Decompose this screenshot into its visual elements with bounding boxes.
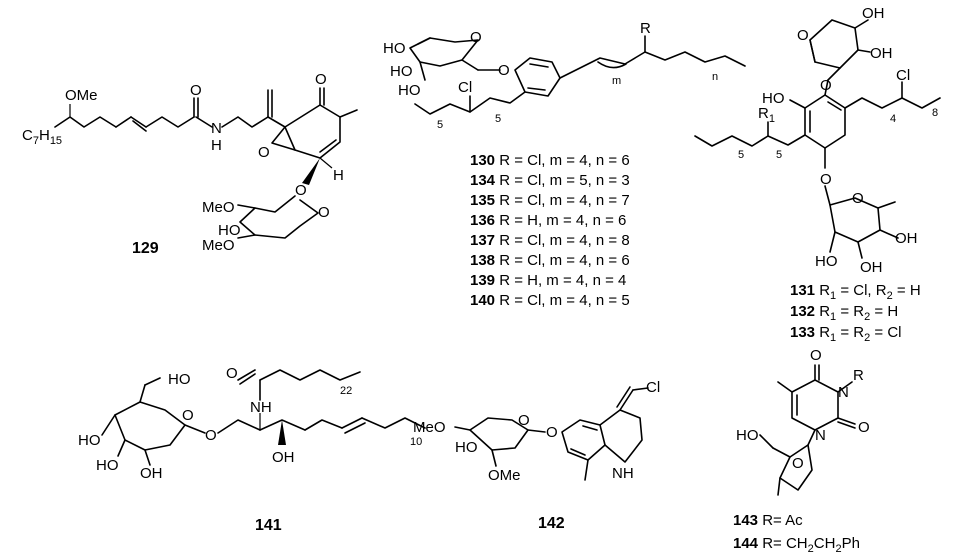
141-oh: OH [272, 449, 295, 466]
131-oh-bottom: OH [860, 259, 883, 276]
130-m-subscript: m [612, 75, 621, 87]
141-link-oxygen: O [205, 427, 217, 444]
131-bottom-link-oxygen: O [820, 171, 832, 188]
variant-135: 135 R = Cl, m = 4, n = 7 [470, 192, 630, 209]
131-oh-mid: OH [870, 45, 893, 62]
131-oh-right: OH [895, 230, 918, 247]
130-five-2: 5 [495, 113, 501, 125]
143-ho: HO [736, 427, 759, 444]
129-sugar-oxygen: O [318, 204, 330, 221]
142-link-oxygen: O [546, 424, 558, 441]
variant-140: 140 R = Cl, m = 4, n = 5 [470, 292, 630, 309]
131-top-link-oxygen: O [820, 77, 832, 94]
compound-142-structure: MeO HO O OMe O Cl NH 142 [413, 379, 660, 532]
131-four: 4 [890, 113, 896, 125]
130-n-subscript: n [712, 71, 718, 83]
129-ring-hydrogen: H [333, 167, 344, 184]
131-chlorine: Cl [896, 67, 910, 84]
141-amide-oxygen: O [226, 365, 238, 382]
variant-138: 138 R = Cl, m = 4, n = 6 [470, 252, 630, 269]
129-c7h15-label: C7H15 [22, 127, 62, 147]
129-amide-oxygen: O [190, 82, 202, 99]
142-meo: MeO [413, 419, 446, 436]
129-glycosidic-oxygen: O [295, 182, 307, 199]
130-chlorine: Cl [458, 79, 472, 96]
131-top-sugar-oxygen: O [797, 27, 809, 44]
130-ho-2: HO [390, 63, 413, 80]
141-sub-10: 10 [410, 436, 422, 448]
variant-133: 133 R1 = R2 = Cl [790, 324, 902, 344]
129-amide-hydrogen: H [211, 137, 222, 154]
131-ho-bottom: HO [815, 253, 838, 270]
variant-132: 132 R1 = R2 = H [790, 303, 898, 323]
compound-141-structure: HO HO HO OH O O O NH OH 22 10 141 [78, 365, 426, 534]
131-five-2: 5 [776, 149, 782, 161]
variant-130: 130 R = Cl, m = 4, n = 6 [470, 152, 630, 169]
143-carbonyl-oxygen-2: O [858, 419, 870, 436]
142-chlorine: Cl [646, 379, 660, 396]
variant-143: 143 R= Ac [733, 512, 803, 529]
141-sub-22: 22 [340, 385, 352, 397]
130-ho-1: HO [383, 40, 406, 57]
variant-139: 139 R = H, m = 4, n = 4 [470, 272, 626, 289]
129-meo-bottom: MeO [202, 237, 235, 254]
131-r1-label: R1 [758, 105, 775, 125]
142-nh: NH [612, 465, 634, 482]
variant-144: 144 R= CH2CH2Ph [733, 535, 860, 555]
131-variant-list: 131 R1 = Cl, R2 = H 132 R1 = R2 = H 133 … [790, 282, 921, 344]
130-r-label: R [640, 20, 651, 37]
143-ring-oxygen: O [792, 455, 804, 472]
variant-134: 134 R = Cl, m = 5, n = 3 [470, 172, 630, 189]
142-ome: OMe [488, 467, 521, 484]
131-eight: 8 [932, 107, 938, 119]
141-ho-1: HO [78, 432, 101, 449]
131-ho: HO [762, 90, 785, 107]
129-ho: HO [218, 222, 241, 239]
131-five-1: 5 [738, 149, 744, 161]
130-ho-3: HO [398, 82, 421, 99]
131-bottom-sugar-oxygen: O [852, 190, 864, 207]
129-epoxide-oxygen: O [258, 144, 270, 161]
compound-143-structure: O N R O N HO O 143 R= Ac 144 R= CH2CH2Ph [733, 347, 870, 555]
129-amide-nitrogen: N [211, 120, 222, 137]
variant-136: 136 R = H, m = 4, n = 6 [470, 212, 626, 229]
129-ome-label: OMe [65, 87, 98, 104]
143-r-label: R [853, 367, 864, 384]
130-five-1: 5 [437, 119, 443, 131]
143-carbonyl-oxygen-top: O [810, 347, 822, 364]
compound-131-structure: OH OH O O HO Cl 4 8 R1 5 5 O O HO OH OH … [694, 5, 941, 344]
143-n1: N [815, 427, 826, 444]
142-ho: HO [455, 439, 478, 456]
130-variant-list: 130 R = Cl, m = 4, n = 6 134 R = Cl, m =… [470, 152, 630, 309]
141-oh-glucose: OH [140, 465, 163, 482]
141-nh: NH [250, 399, 272, 416]
compound-130-structure: HO HO HO O O Cl R m n 5 5 130 R = Cl, m … [383, 20, 746, 309]
compound-number-129: 129 [132, 240, 159, 257]
129-ketone-oxygen: O [315, 71, 327, 88]
compound-number-142: 142 [538, 515, 565, 532]
141-ho-2: HO [96, 457, 119, 474]
143-n3: N [838, 384, 849, 401]
142-ring-oxygen: O [518, 412, 530, 429]
compound-number-141: 141 [255, 517, 282, 534]
compound-129-structure: OMe C7H15 O N H O O O H MeO HO MeO O 129 [22, 71, 358, 257]
141-ring-oxygen: O [182, 407, 194, 424]
130-link-oxygen: O [498, 62, 510, 79]
129-meo-top: MeO [202, 199, 235, 216]
141-ho-top: HO [168, 371, 191, 388]
131-oh-top: OH [862, 5, 885, 22]
variant-131: 131 R1 = Cl, R2 = H [790, 282, 921, 302]
143-variant-list: 143 R= Ac 144 R= CH2CH2Ph [733, 512, 860, 555]
variant-137: 137 R = Cl, m = 4, n = 8 [470, 232, 630, 249]
130-ring-oxygen: O [470, 29, 482, 46]
